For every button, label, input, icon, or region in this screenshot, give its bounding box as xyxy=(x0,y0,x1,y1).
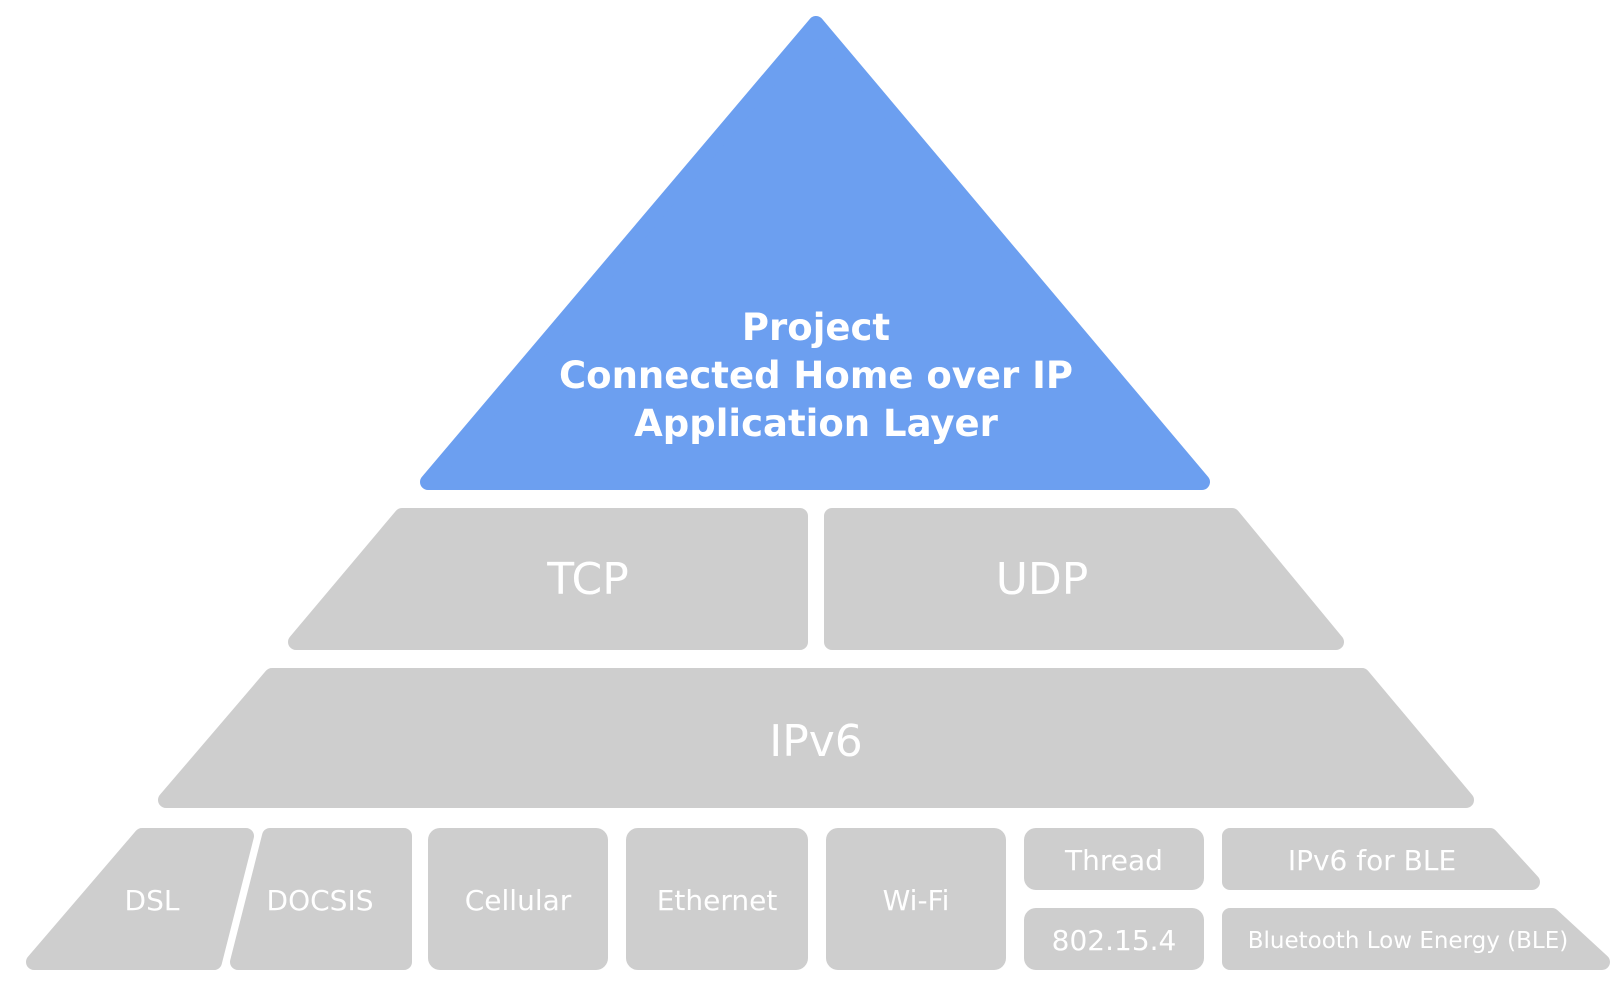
application-layer-shape xyxy=(420,16,1210,490)
udp-label: UDP xyxy=(996,554,1089,605)
ipv6-for-ble-label: IPv6 for BLE xyxy=(1288,844,1456,877)
network-layer: IPv6 xyxy=(158,668,1474,808)
ipv6-label: IPv6 xyxy=(769,716,863,767)
ipv6-shape xyxy=(158,668,1474,808)
docsis-block: DOCSIS xyxy=(230,828,412,970)
ieee-802-15-4-shape xyxy=(1024,908,1204,970)
ble-label: Bluetooth Low Energy (BLE) xyxy=(1248,928,1568,954)
application-layer-line3: Application Layer xyxy=(634,402,999,445)
ieee-802-15-4-block: 802.15.4 xyxy=(1024,908,1204,970)
ipv6-for-ble-shape xyxy=(1222,828,1540,890)
transport-layer: TCP UDP xyxy=(288,508,1344,650)
application-layer: Project Connected Home over IP Applicati… xyxy=(420,16,1210,490)
tcp-shape xyxy=(288,508,808,650)
ble-block: Bluetooth Low Energy (BLE) xyxy=(1222,908,1610,970)
udp-block: UDP xyxy=(824,508,1344,650)
docsis-label: DOCSIS xyxy=(267,884,374,917)
dsl-block: DSL xyxy=(26,828,254,970)
ethernet-block: Ethernet xyxy=(626,828,808,970)
dsl-shape xyxy=(26,828,254,970)
application-layer-line1: Project xyxy=(742,306,890,349)
thread-shape xyxy=(1024,828,1204,890)
wifi-block: Wi-Fi xyxy=(826,828,1006,970)
cellular-block: Cellular xyxy=(428,828,608,970)
cellular-label: Cellular xyxy=(465,884,572,917)
ethernet-label: Ethernet xyxy=(657,884,778,917)
cellular-shape xyxy=(428,828,608,970)
dsl-label: DSL xyxy=(125,884,180,917)
wifi-label: Wi-Fi xyxy=(883,884,950,917)
application-layer-line2: Connected Home over IP xyxy=(559,354,1073,397)
udp-shape xyxy=(824,508,1344,650)
link-layer: DSL DOCSIS Cellular Ethernet Wi-Fi Threa… xyxy=(26,828,1610,970)
tcp-block: TCP xyxy=(288,508,808,650)
ethernet-shape xyxy=(626,828,808,970)
wifi-shape xyxy=(826,828,1006,970)
docsis-shape xyxy=(230,828,412,970)
thread-label: Thread xyxy=(1064,844,1163,877)
tcp-label: TCP xyxy=(546,554,629,605)
ble-shape xyxy=(1222,908,1610,970)
thread-block: Thread xyxy=(1024,828,1204,890)
ieee-802-15-4-label: 802.15.4 xyxy=(1052,924,1177,957)
ipv6-for-ble-block: IPv6 for BLE xyxy=(1222,828,1540,890)
